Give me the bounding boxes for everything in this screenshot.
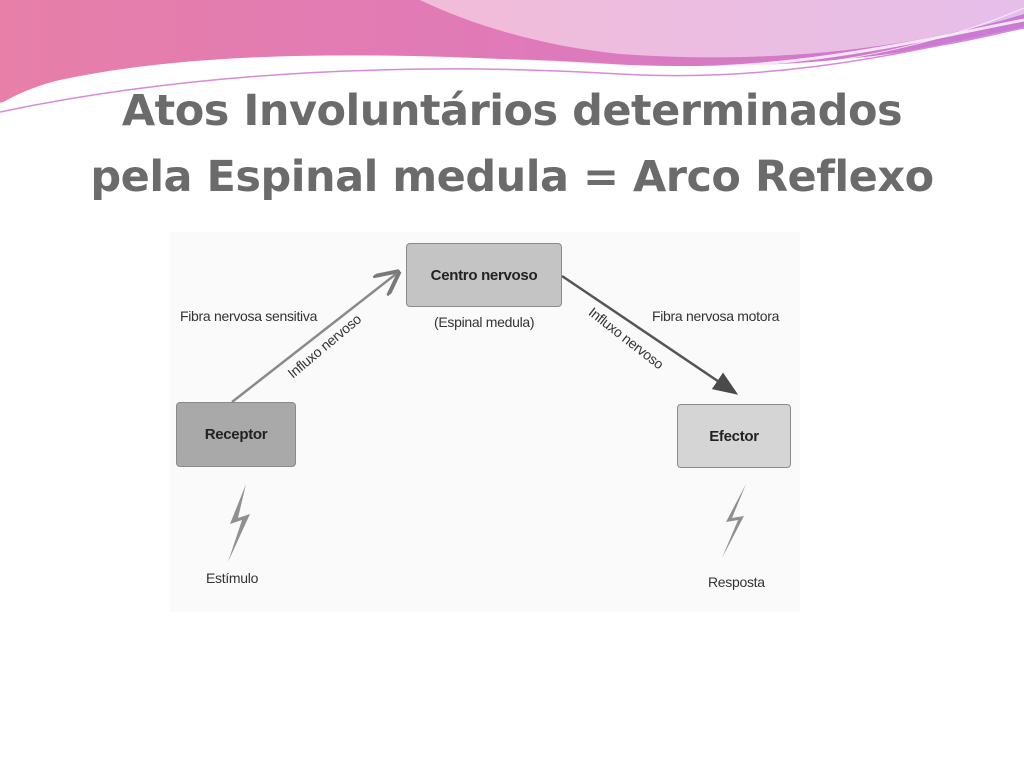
stimulus-bolt-icon [228,484,250,562]
motor-fiber-label: Fibra nervosa motora [652,308,780,324]
slide-title: Atos Involuntários determinados pela Esp… [0,78,1024,210]
title-line-2: pela Espinal medula = Arco Reflexo [90,152,934,202]
center-nervous-box: Centro nervoso [406,243,562,307]
title-line-1: Atos Involuntários determinados [121,86,903,136]
sensory-arrow [231,274,396,403]
center-sub-label: (Espinal medula) [434,314,535,330]
response-bolt-icon [722,484,746,558]
efector-box: Efector [677,404,791,468]
sensory-fiber-label: Fibra nervosa sensitiva [180,308,318,324]
diagram-arrows [228,232,746,562]
response-label: Resposta [708,574,765,590]
receptor-box: Receptor [176,402,296,467]
motor-arrow [561,274,739,395]
reflex-arc-diagram: Centro nervoso (Espinal medula) Fibra ne… [170,232,800,612]
stimulus-label: Estímulo [206,570,259,586]
header-banner [0,0,1024,113]
